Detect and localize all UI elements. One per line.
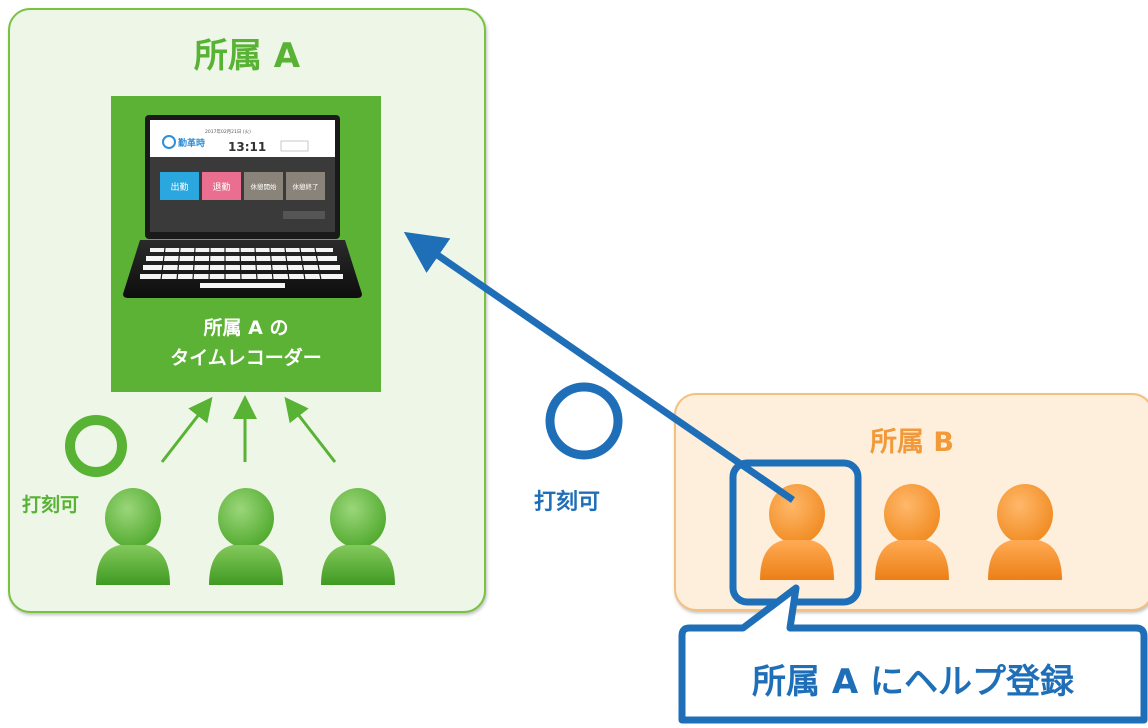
member-a-3-icon [321, 488, 395, 585]
help-arrow [403, 231, 795, 503]
svg-text:出勤: 出勤 [170, 181, 188, 193]
laptop-icon: 勤革時 2017年02月21日 (火) 13:11 出勤 退勤 休憩開始 休憩終… [123, 115, 362, 298]
arrow-right [284, 396, 337, 463]
ok-circle-icon-a [65, 415, 127, 477]
screen-clock-in-button [160, 172, 199, 200]
member-b-2-icon [875, 484, 949, 580]
screen-clock-out-button [202, 172, 241, 200]
status-ok-a: 打刻可 [22, 494, 80, 516]
help-registration-callout: 所属 A にヘルプ登録 [752, 662, 1074, 702]
member-b-3-icon [988, 484, 1062, 580]
arrow-left [160, 396, 213, 463]
group-b-title: 所属 B [870, 427, 954, 458]
screen-time: 13:11 [228, 140, 266, 154]
member-b-1-icon [760, 484, 834, 580]
status-ok-b: 打刻可 [534, 490, 601, 515]
screen-break-end-button [286, 172, 325, 200]
svg-text:休憩開始: 休憩開始 [251, 182, 278, 191]
ok-circle-icon-b [545, 382, 623, 460]
time-recorder-label-line2: タイムレコーダー [170, 347, 322, 369]
screen-logo: 勤革時 [178, 137, 205, 149]
svg-text:退勤: 退勤 [212, 181, 230, 193]
callout-bubble [678, 584, 1148, 724]
group-a-title: 所属 A [193, 36, 301, 76]
member-a-2-icon [209, 488, 283, 585]
screen-break-start-button [244, 172, 283, 200]
svg-text:休憩終了: 休憩終了 [293, 182, 319, 191]
time-recorder-label: 所属 A の タイムレコーダー [111, 313, 381, 373]
clock-in-arrows [160, 395, 337, 463]
time-recorder-label-line1: 所属 A の [203, 317, 289, 339]
screen-date: 2017年02月21日 (火) [205, 128, 251, 135]
member-a-1-icon [96, 488, 170, 585]
